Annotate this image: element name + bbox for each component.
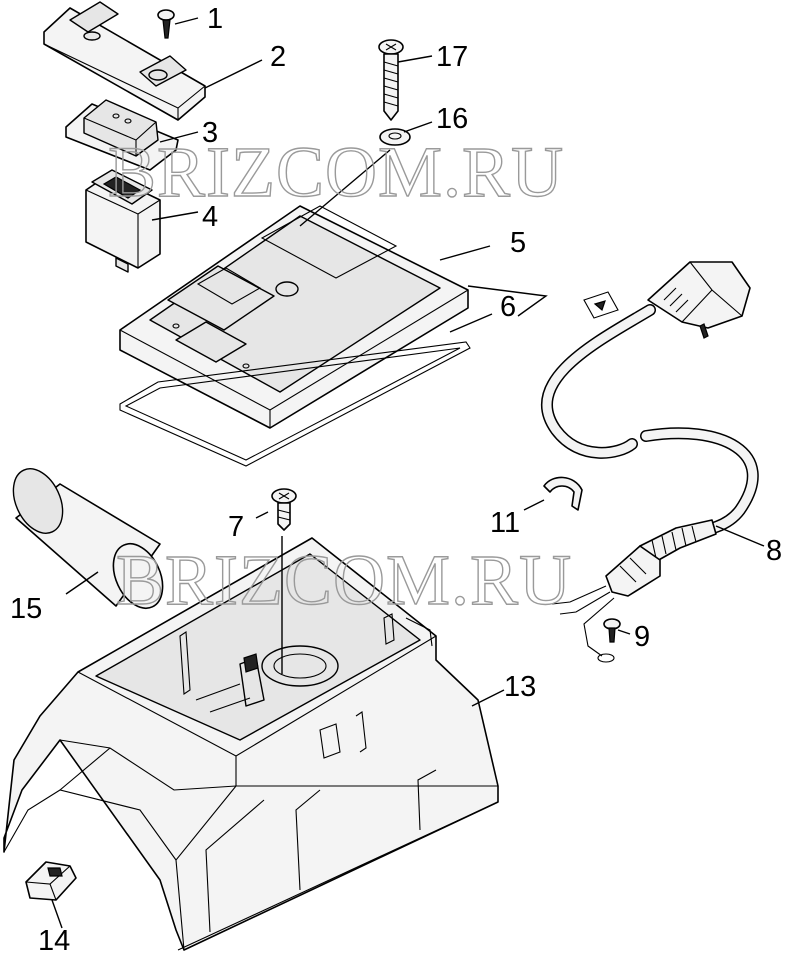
callout-8: 8 bbox=[766, 535, 782, 567]
part-4-rocker-switch bbox=[85, 169, 161, 273]
part-3-switch-plate bbox=[65, 99, 179, 171]
callout-9: 9 bbox=[634, 621, 650, 653]
callout-11: 11 bbox=[490, 507, 520, 539]
callout-5: 5 bbox=[510, 227, 526, 259]
callout-6: 6 bbox=[500, 291, 516, 323]
part-2-top-cover bbox=[43, 1, 206, 121]
part-5-housing-cover bbox=[119, 205, 469, 429]
part-16-washer bbox=[379, 128, 411, 146]
callout-7: 7 bbox=[228, 511, 244, 543]
callout-17: 17 bbox=[436, 41, 468, 73]
callout-14: 14 bbox=[38, 925, 70, 957]
part-6-gasket bbox=[119, 341, 471, 467]
part-1-screw bbox=[157, 9, 175, 39]
part-15-capacitor bbox=[12, 468, 164, 609]
leader-lines bbox=[51, 17, 765, 929]
part-17-long-screw bbox=[378, 39, 404, 121]
watermark-middle: BRIZCOM.RU bbox=[116, 540, 572, 620]
part-11-cable-clip bbox=[543, 476, 583, 511]
callout-labels: 1 2 3 4 5 6 7 8 9 11 13 14 15 16 17 bbox=[10, 3, 782, 957]
callout-15: 15 bbox=[10, 593, 42, 625]
callout-1: 1 bbox=[207, 3, 223, 35]
part-9-screw bbox=[603, 618, 621, 643]
part-7-screw bbox=[271, 488, 297, 531]
callout-4: 4 bbox=[202, 201, 218, 233]
callout-2: 2 bbox=[270, 41, 286, 73]
callout-13: 13 bbox=[504, 671, 536, 703]
part-14-clip bbox=[25, 861, 77, 901]
watermarks: BRIZCOM.RU BRIZCOM.RU bbox=[107, 131, 572, 620]
callout-3: 3 bbox=[202, 117, 218, 149]
watermark-top: BRIZCOM.RU bbox=[108, 132, 564, 212]
part-8-power-cord bbox=[541, 261, 759, 663]
part-13-main-housing bbox=[3, 537, 499, 951]
callout-16: 16 bbox=[436, 103, 468, 135]
